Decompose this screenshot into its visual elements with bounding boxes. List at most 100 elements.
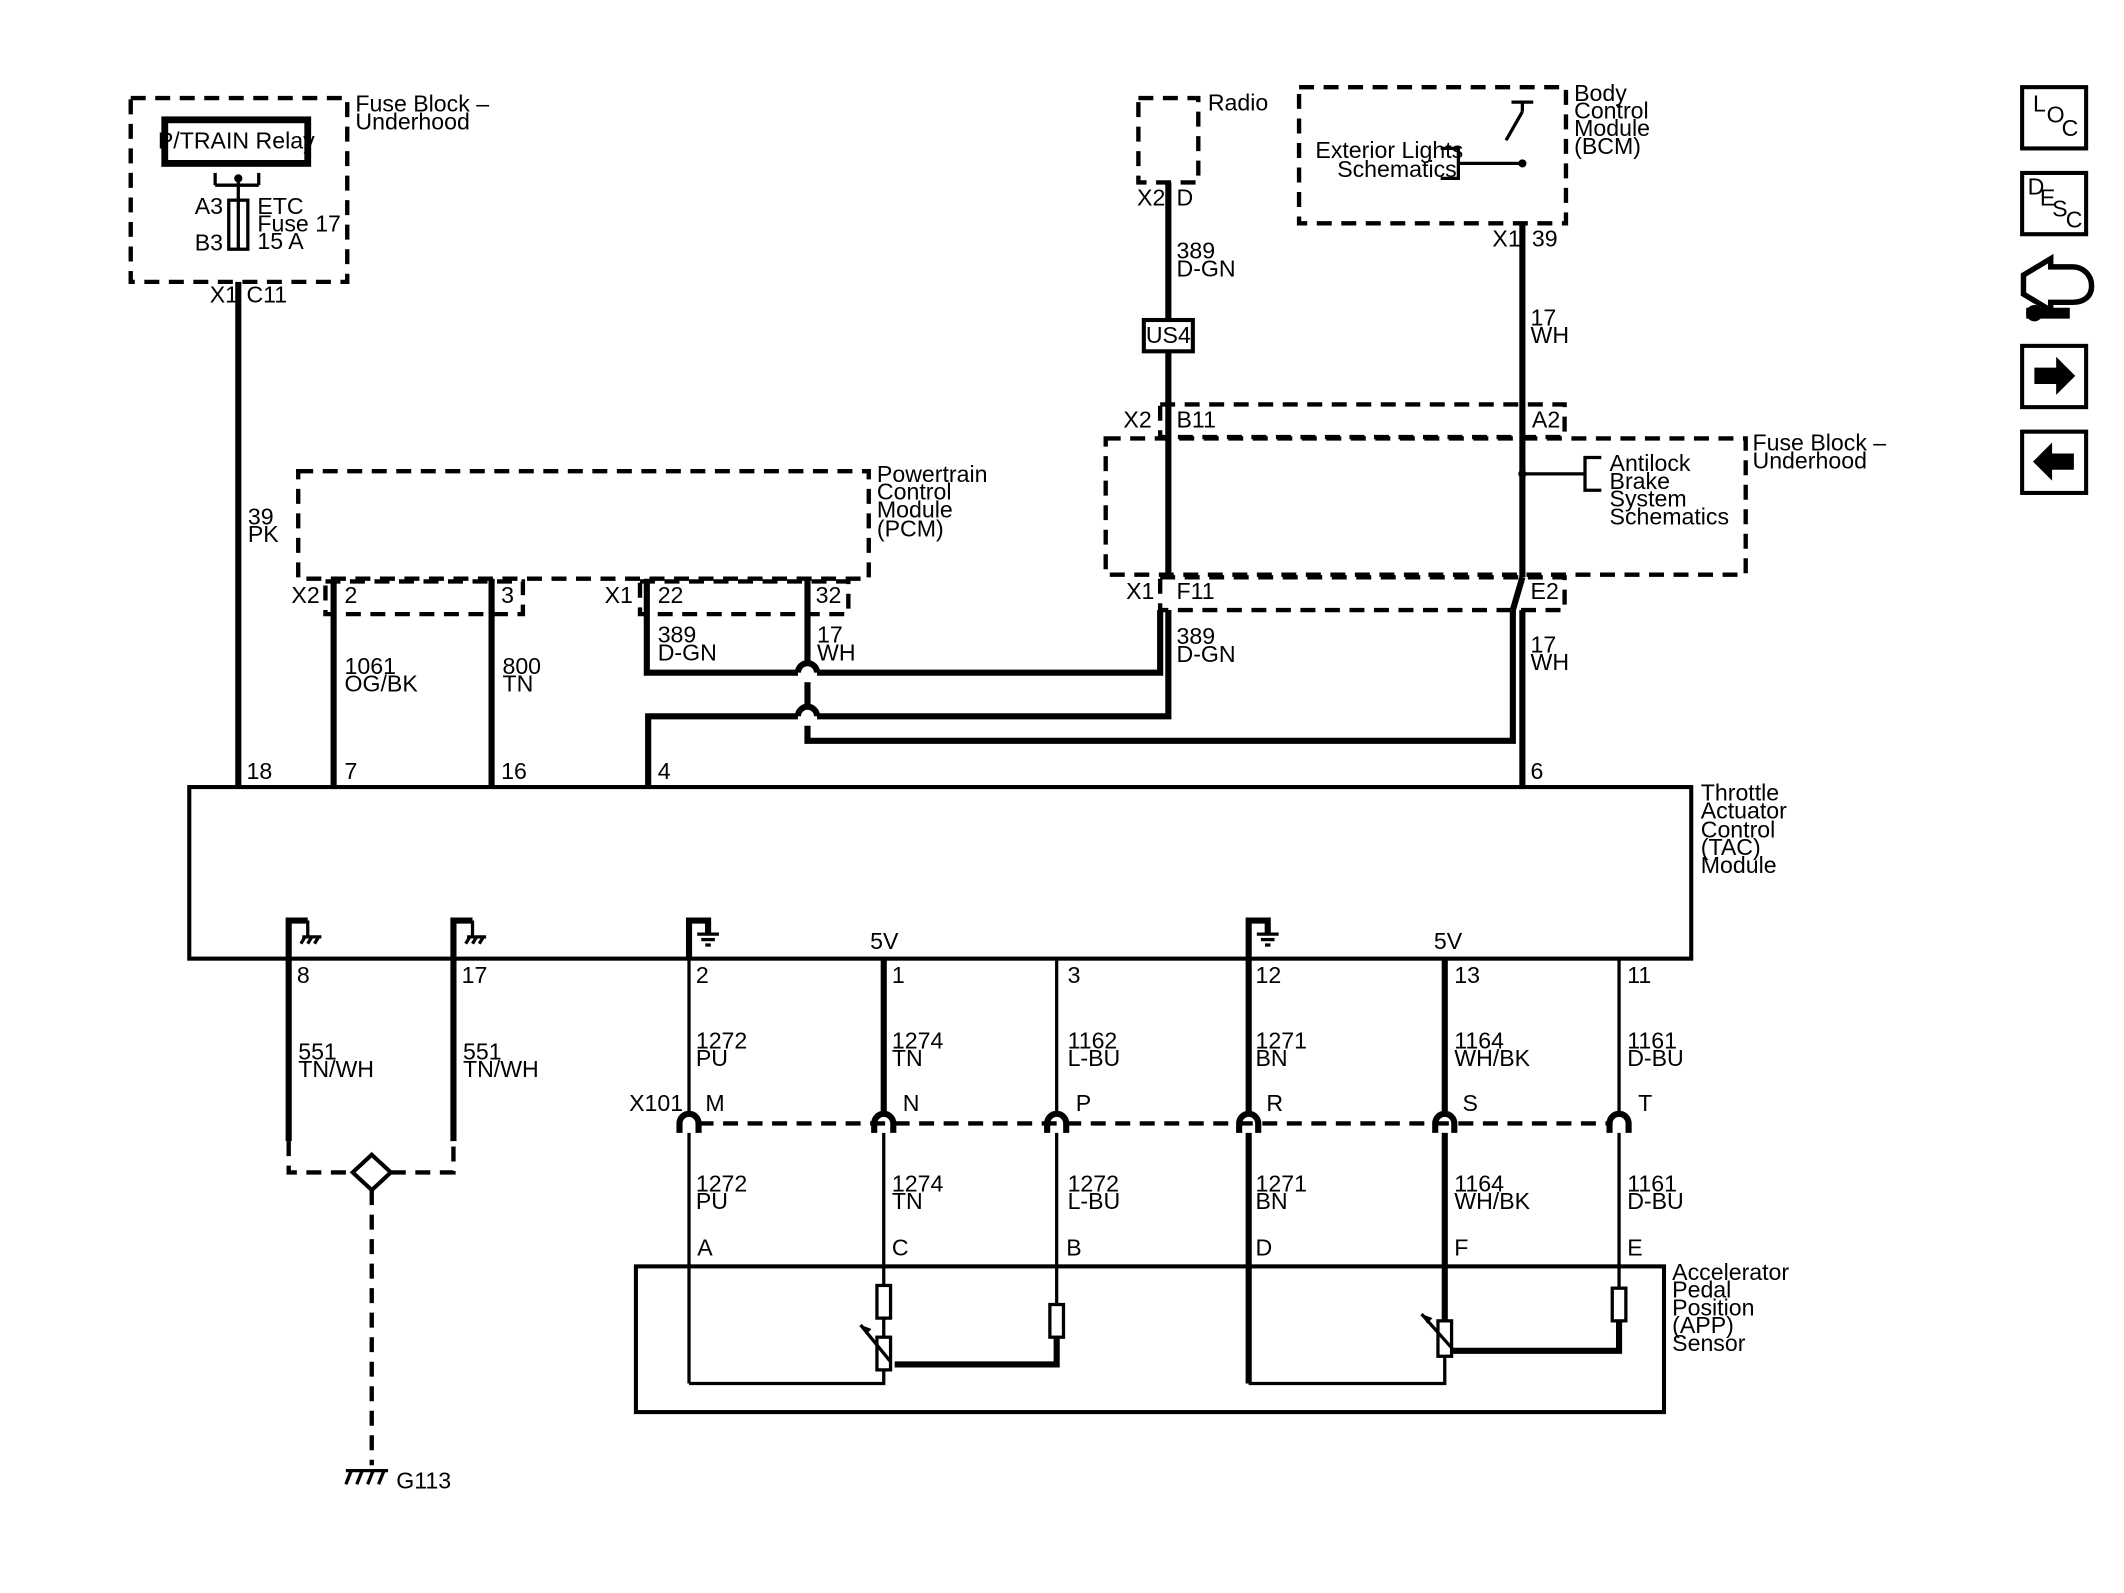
tac-signal-ground-1 (685, 917, 719, 959)
ground-g113: G113 (344, 1467, 451, 1493)
wire-17-pcm-color: WH (817, 639, 856, 665)
ptrain-relay-label: P/TRAIN Relay (158, 127, 315, 153)
app-pin-e: E (1627, 1234, 1642, 1260)
x101-pin-n: N (903, 1090, 920, 1116)
loc-icon: L O C (2033, 91, 2078, 142)
x101-pin-s: S (1462, 1090, 1477, 1116)
wire-upper-3-circuit: 1162 (1068, 1028, 1118, 1054)
bcm-pin-39: 39 (1532, 225, 1558, 251)
bcm-ref-1: Exterior Lights (1315, 137, 1463, 163)
fuse-name-3: 15 A (257, 228, 304, 254)
fuse-name-1: ETC (257, 193, 303, 219)
fb-mid-title-1: Fuse Block – (1753, 430, 1887, 456)
wire-551b-color: TN/WH (463, 1056, 539, 1082)
wires-lower (285, 958, 1621, 1466)
pcm-title-4: (PCM) (877, 516, 944, 542)
svg-text:O: O (2047, 102, 2065, 128)
fb-mid-pin-e2: E2 (1531, 578, 1559, 604)
tac-module: Throttle Actuator Control (TAC) Module 1… (187, 758, 1787, 988)
ground-splice-symbol (349, 1151, 394, 1193)
pcm-title-3: Module (877, 496, 953, 522)
fuse-pin-c11: C11 (246, 281, 287, 307)
previous-button[interactable] (2020, 429, 2089, 495)
app2-resistor (1610, 1286, 1628, 1323)
wire-17-pcm-circuit: 17 (817, 622, 843, 648)
wire-upper-5-color: WH/BK (1454, 1045, 1530, 1071)
app-title-1: Accelerator (1672, 1259, 1789, 1285)
wire-389-radio-color: D-GN (1177, 255, 1236, 281)
wire-389-radio-circuit: 389 (1177, 238, 1216, 264)
car-wrench-button[interactable] (2020, 253, 2095, 322)
car-wrench-icon (2020, 253, 2095, 322)
loc-button[interactable]: L O C (2020, 85, 2089, 151)
wire-lower-5-color: WH/BK (1454, 1188, 1530, 1214)
tac-pin-8: 8 (297, 962, 310, 988)
wire-1061-circuit: 1061 (345, 653, 396, 679)
wire-upper-1-circuit: 1272 (696, 1028, 747, 1054)
next-button[interactable] (2020, 343, 2089, 410)
pcm-title-1: Powertrain (877, 461, 988, 487)
pcm-conn-x2: X2 (291, 582, 319, 608)
wire-389-fb-circuit: 389 (1177, 623, 1216, 649)
wire-lower-6-circuit: 1161 (1627, 1170, 1677, 1196)
bcm-title-2: Control (1574, 97, 1649, 123)
wire-lower-1-color: PU (696, 1188, 728, 1214)
wire-upper-2-circuit: 1274 (892, 1028, 944, 1054)
app-pin-f: F (1454, 1234, 1468, 1260)
pcm-pin-3: 3 (501, 582, 514, 608)
tac-pin-17: 17 (462, 962, 488, 988)
fuse-name-2: Fuse 17 (257, 210, 341, 236)
pcm-title-2: Control (877, 479, 952, 505)
wire-lower-4-circuit: 1271 (1255, 1170, 1306, 1196)
bcm-title-4: (BCM) (1574, 133, 1641, 159)
ground-g113-label: G113 (396, 1467, 451, 1493)
tac-pin-16: 16 (501, 758, 527, 784)
wire-17-fb-circuit: 17 (1531, 631, 1557, 657)
desc-button[interactable]: D E S C (2020, 170, 2089, 237)
pcm-conn-x1: X1 (605, 582, 633, 608)
svg-text:L: L (2033, 91, 2046, 117)
tac-pin-12: 12 (1255, 962, 1281, 988)
wire-551a-color: TN/WH (298, 1056, 374, 1082)
tac-title-2: Actuator (1701, 797, 1787, 823)
tac-title-1: Throttle (1701, 780, 1779, 806)
app-pin-c: C (892, 1234, 909, 1260)
fb-mid-title-2: Underhood (1753, 447, 1867, 473)
abs-ref-2: Brake (1610, 468, 1670, 494)
wire-lower-1-circuit: 1272 (696, 1170, 747, 1196)
fb-mid-conn-x2: X2 (1123, 407, 1151, 433)
wire-upper-6-circuit: 1161 (1627, 1028, 1677, 1054)
x101-pin-m: M (705, 1090, 724, 1116)
tac-pin-18: 18 (246, 758, 272, 784)
wire-lower-4-color: BN (1255, 1188, 1287, 1214)
radio-title: Radio (1208, 89, 1268, 115)
svg-text:C: C (2062, 115, 2079, 141)
tac-chassis-ground-1 (285, 917, 322, 959)
x101-pin-r: R (1266, 1090, 1283, 1116)
fb-mid-pin-f11: F11 (1177, 578, 1215, 604)
wire-551a-circuit: 551 (298, 1038, 337, 1064)
x101-label: X101 (629, 1090, 683, 1116)
pcm-pin-32: 32 (816, 582, 842, 608)
us4-splice-label: US4 (1146, 322, 1191, 348)
fuse-block-title-2: Underhood (355, 108, 469, 134)
svg-text:S: S (2052, 196, 2067, 222)
app1-resistor (875, 1283, 893, 1320)
arrow-left-icon (2033, 442, 2074, 481)
wire-upper-2-color: TN (892, 1045, 923, 1071)
wire-39-circuit: 39 (248, 503, 274, 529)
pcm-pin-2: 2 (345, 582, 358, 608)
pcm-pin-22: 22 (658, 582, 684, 608)
fuse-pin-b3: B3 (195, 230, 223, 256)
ptrain-relay-box (161, 116, 312, 167)
wire-lower-3-circuit: 1272 (1068, 1170, 1119, 1196)
tac-title-3: Control (1701, 816, 1776, 842)
tac-pin-7: 7 (345, 758, 358, 784)
body-control-module: Body Control Module (BCM) Exterior Light… (1296, 80, 1650, 251)
wire-389-fb-color: D-GN (1177, 641, 1236, 667)
wire-39-color: PK (248, 521, 279, 547)
fb-mid-pin-b11: B11 (1177, 407, 1216, 433)
wire-lower-2-color: TN (892, 1188, 923, 1214)
tac-title-5: Module (1701, 852, 1777, 878)
